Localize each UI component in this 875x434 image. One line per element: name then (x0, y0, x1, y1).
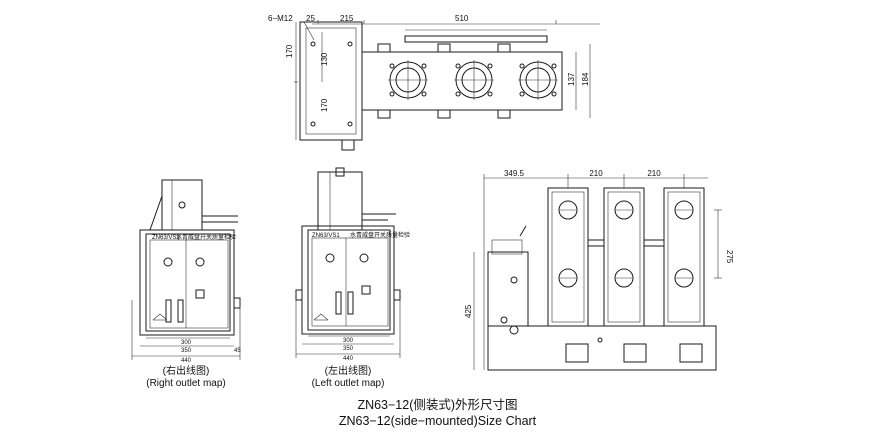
dim-440-left: 440 (343, 356, 354, 362)
right-view-caption: (右出线图) (Right outlet map) (134, 366, 238, 390)
dim-350-left: 350 (343, 346, 354, 352)
dim-300-left: 300 (343, 338, 354, 344)
bolt-label: 6−M12 (268, 14, 293, 23)
dim-300-right: 300 (181, 340, 192, 346)
right-outlet-view: ZN63/VS1 水青威盘开关质量检验 300 350 440 45 (131, 179, 241, 364)
right-caption-cn: (右出线图) (162, 366, 210, 377)
top-view: 6−M12 25 215 510 170 130 170 137 184 (268, 14, 600, 151)
dim-184: 184 (581, 72, 590, 86)
left-outlet-view: ZN63/VS1 水青威盘开关质量检验 300 350 440 (295, 167, 410, 362)
pole-column-3 (663, 187, 705, 327)
dim-210-a: 210 (589, 169, 603, 178)
nameplate-right: ZN63/VS1 (152, 235, 180, 241)
dim-137: 137 (567, 72, 576, 86)
pole-circle-c (518, 60, 558, 100)
dim-510: 510 (455, 14, 469, 23)
nameplate-left: ZN63/VS1 (312, 233, 340, 239)
dim-130: 130 (320, 52, 329, 66)
chart-title-en: ZN63−12(side−mounted)Size Chart (338, 414, 537, 428)
pole-column-2 (603, 187, 645, 327)
pole-circle-a (388, 60, 428, 100)
dim-210-b: 210 (647, 169, 661, 178)
left-view-caption: (左出线图) (Left outlet map) (296, 366, 400, 390)
pole-column-1 (547, 187, 589, 327)
left-caption-cn: (左出线图) (324, 366, 372, 377)
dim-350-right: 350 (181, 348, 192, 354)
dim-440-right: 440 (181, 358, 192, 364)
dim-215: 215 (340, 14, 354, 23)
chart-title-cn: ZN63−12(侧装式)外形尺寸图 (357, 398, 518, 412)
dim-170-bottom: 170 (320, 98, 329, 112)
dim-349-5: 349.5 (504, 169, 525, 178)
panel-label-right: 水青威盘开关质量检验 (176, 233, 236, 241)
pole-circle-b (454, 60, 494, 100)
dim-25: 25 (306, 14, 315, 23)
dim-45-right: 45 (234, 348, 241, 354)
right-caption-en: (Right outlet map) (146, 378, 226, 389)
dim-275: 275 (725, 250, 734, 264)
dim-425: 425 (464, 304, 473, 318)
dim-170-top: 170 (285, 44, 294, 58)
panel-label-left: 水青威盘开关质量检验 (350, 231, 410, 239)
side-view: 349.5 210 210 275 425 (464, 169, 734, 371)
left-caption-en: (Left outlet map) (311, 378, 385, 389)
